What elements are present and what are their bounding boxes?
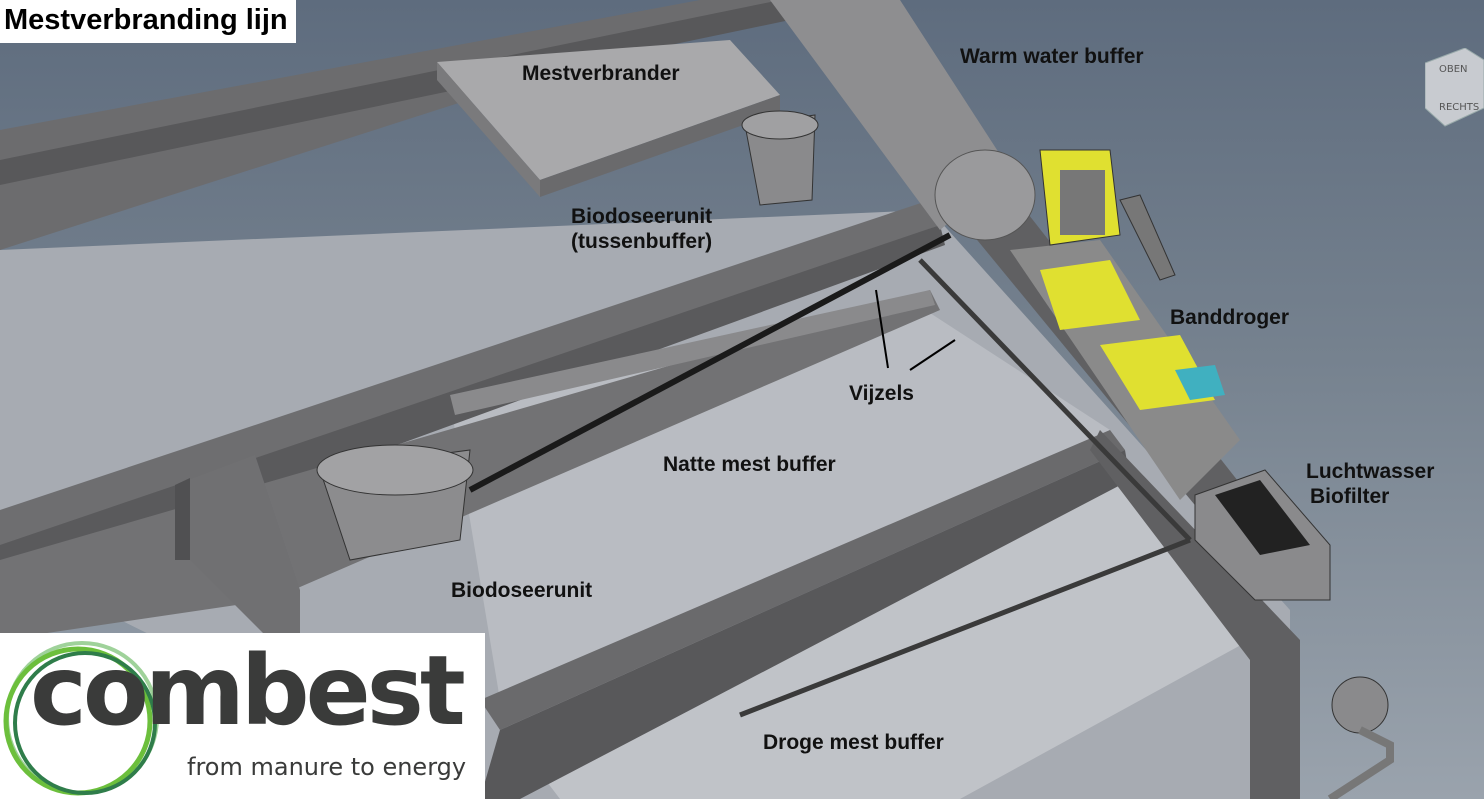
biodoseerunit-rim [316, 444, 474, 496]
wall [480, 430, 1125, 730]
vijzel [739, 537, 1191, 718]
label-mestverbrander: Mestverbrander [522, 62, 680, 85]
pointer-line [875, 289, 889, 369]
biodoseerunit-tussen-rim [741, 110, 819, 140]
wall [0, 0, 790, 185]
label-natte-mest-buffer: Natte mest buffer [663, 453, 836, 476]
page-title: Mestverbranding lijn [0, 0, 296, 43]
view-cube-top-label: OBEN [1439, 64, 1468, 75]
vijzel [918, 258, 1192, 542]
wall [450, 290, 935, 415]
label-droge-mest-buffer: Droge mest buffer [763, 731, 944, 754]
combest-logo: combest from manure to energy [0, 633, 485, 799]
wall [480, 450, 1130, 799]
mestverbrander-slab [437, 40, 780, 180]
label-biodoseerunit-tussenbuffer-2: (tussenbuffer) [571, 230, 713, 253]
floor-droge-mest [500, 470, 1250, 799]
wall [175, 478, 190, 560]
label-biofilter: Biofilter [1310, 485, 1390, 508]
wall [175, 455, 300, 640]
drain-pipe [1327, 726, 1394, 799]
logo-tagline: from manure to energy [187, 753, 467, 781]
mestverbrander-slab-front [540, 95, 780, 197]
mestverbrander-slab-side [437, 62, 540, 197]
label-biodoseerunit: Biodoseerunit [451, 579, 593, 602]
view-cube-right-label: RECHTS [1439, 102, 1479, 113]
banddroger-yellow [1040, 260, 1140, 330]
label-luchtwasser: Luchtwasser [1306, 460, 1435, 483]
label-vijzels: Vijzels [849, 382, 914, 405]
drain-pit [1331, 676, 1389, 734]
vijzel [468, 232, 952, 493]
stairs [1119, 194, 1176, 281]
pointer-line [909, 339, 956, 371]
label-warm-water-buffer: Warm water buffer [960, 45, 1144, 68]
view-cube[interactable]: OBEN RECHTS [1425, 48, 1484, 128]
luchtwasser-inner [1215, 480, 1310, 555]
wall [1090, 430, 1300, 799]
control-cabin-door [1060, 170, 1105, 235]
banddroger-cyan [1175, 365, 1225, 400]
logo-wordmark: combest [30, 635, 466, 747]
logo-rings-icon [3, 641, 159, 796]
warm-water-buffer-end [934, 149, 1036, 241]
label-biodoseerunit-tussenbuffer-1: Biodoseerunit [571, 205, 713, 228]
label-banddroger: Banddroger [1170, 306, 1290, 329]
